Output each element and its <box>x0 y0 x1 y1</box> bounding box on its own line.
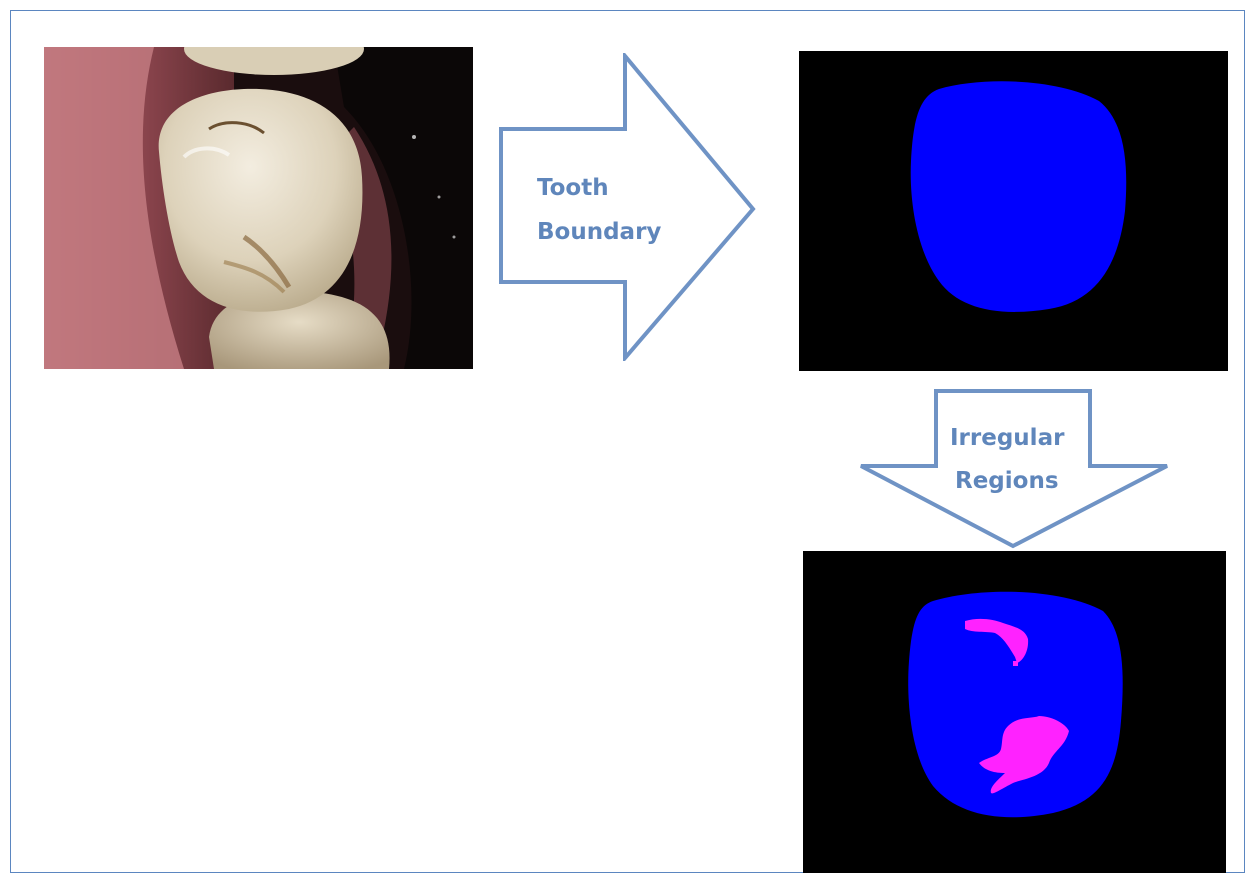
tooth-boundary-arrow: Tooth Boundary <box>497 53 757 361</box>
tooth-boundary-label-line2: Boundary <box>537 219 661 245</box>
irregular-regions-label-line1: Irregular <box>950 425 1065 451</box>
tooth-boundary-label-line1: Tooth <box>537 175 609 201</box>
irregular-regions-mask <box>803 551 1226 873</box>
irregular-regions-label-line2: Regions <box>955 468 1059 494</box>
irregular-regions-arrow: Irregular Regions <box>858 388 1170 550</box>
tooth-photo <box>44 47 473 369</box>
tooth-boundary-mask <box>799 51 1228 371</box>
